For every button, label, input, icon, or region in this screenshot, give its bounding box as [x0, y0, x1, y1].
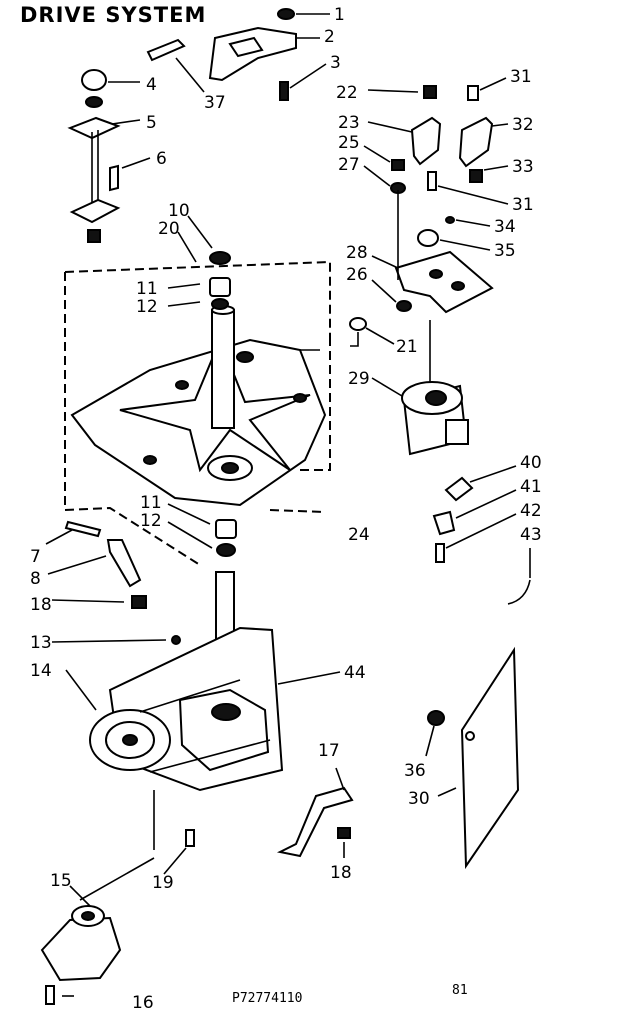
- callout-6: 6: [156, 149, 167, 169]
- motor-assembly: [349, 317, 469, 456]
- footer-part-ref: 16: [132, 993, 154, 1013]
- callout-13: 13: [30, 633, 52, 653]
- callout-36: 36: [404, 761, 426, 781]
- linkage-lower-right: [276, 767, 354, 858]
- callout-34: 34: [494, 217, 516, 237]
- callout-5: 5: [146, 113, 157, 133]
- callout-11b: 11: [140, 493, 162, 513]
- transmission-base-assembly: [64, 215, 331, 566]
- callout-23: 23: [338, 113, 360, 133]
- callout-37: 37: [204, 93, 226, 113]
- callout-11: 11: [136, 279, 158, 299]
- diagram-title: DRIVE SYSTEM: [20, 3, 206, 27]
- motor-mount-assembly: [363, 77, 509, 314]
- callout-17: 17: [318, 741, 340, 761]
- callout-19: 19: [152, 873, 174, 893]
- bracket-assembly-top: [146, 8, 330, 101]
- callout-18b: 18: [330, 863, 352, 883]
- callout-24: 24: [348, 525, 370, 545]
- callout-21: 21: [396, 337, 418, 357]
- callout-26: 26: [346, 265, 368, 285]
- callout-12: 12: [136, 297, 158, 317]
- callout-30: 30: [408, 789, 430, 809]
- footer-suffix: 81: [452, 983, 468, 998]
- gearbox-assembly: [51, 571, 341, 875]
- callout-31b: 31: [512, 195, 534, 215]
- callout-43: 43: [520, 525, 542, 545]
- callout-12b: 12: [140, 511, 162, 531]
- callout-labels: 1 2 3 4 5 6 10 20 11 12 37 22 31 23 32 2…: [30, 5, 542, 893]
- callout-2: 2: [324, 27, 335, 47]
- callout-8: 8: [30, 569, 41, 589]
- callout-1: 1: [334, 5, 345, 25]
- callout-25: 25: [338, 133, 360, 153]
- callout-15: 15: [50, 871, 72, 891]
- callout-14: 14: [30, 661, 52, 681]
- callout-32: 32: [512, 115, 534, 135]
- shaft-assembly-left: [67, 69, 151, 243]
- callout-18a: 18: [30, 595, 52, 615]
- pin-part-37: [146, 38, 186, 62]
- callout-29: 29: [348, 369, 370, 389]
- capacitor-parts: [432, 465, 531, 605]
- callout-4: 4: [146, 75, 157, 95]
- linkage-lower-left: [45, 503, 237, 609]
- callout-35: 35: [494, 241, 516, 261]
- callout-40: 40: [520, 453, 542, 473]
- callout-3: 3: [330, 53, 341, 73]
- callout-33: 33: [512, 157, 534, 177]
- callout-44: 44: [344, 663, 366, 683]
- callout-28: 28: [346, 243, 368, 263]
- footer-code: P72774110: [232, 991, 302, 1006]
- callout-31a: 31: [510, 67, 532, 87]
- cover-panel: [425, 646, 520, 870]
- callout-20: 20: [158, 219, 180, 239]
- callout-10: 10: [168, 201, 190, 221]
- callout-41: 41: [520, 477, 542, 497]
- callout-27: 27: [338, 155, 360, 175]
- callout-22: 22: [336, 83, 358, 103]
- pump-assembly: [40, 857, 155, 1005]
- callout-42: 42: [520, 501, 542, 521]
- callout-7: 7: [30, 547, 41, 567]
